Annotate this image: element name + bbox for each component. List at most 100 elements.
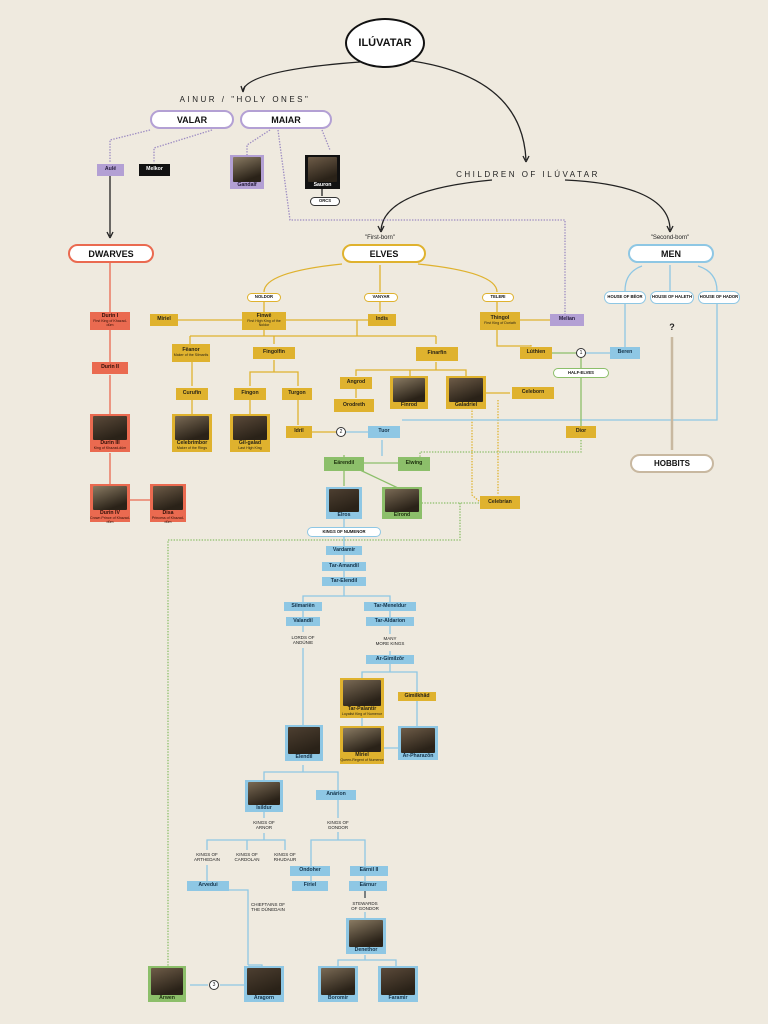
men-note: "Second-born" (650, 235, 690, 241)
node-indis[interactable]: Indis (368, 314, 396, 326)
node-subtitle: Crown Prince of Khazad-dûm (90, 516, 130, 525)
node-idril[interactable]: Idril (286, 426, 312, 438)
node-label: Míriel (157, 316, 171, 323)
node-turgon[interactable]: Turgon (282, 388, 312, 400)
node-label: Vardamir (332, 546, 356, 553)
node-faramir[interactable]: Faramir (378, 966, 418, 1002)
node-gandalf[interactable]: Gandalf (230, 155, 264, 189)
portrait-elros (329, 489, 359, 512)
node-label: Gimilkhâd (404, 692, 430, 699)
node-label: Ondoher (299, 867, 321, 874)
node-earnur[interactable]: Eärnur (349, 881, 387, 891)
node-elros[interactable]: Elros (326, 487, 362, 519)
node-label: Idril (294, 428, 304, 435)
iluvatar-node[interactable]: ILÚVATAR (345, 18, 425, 68)
node-isildur[interactable]: Isildur (245, 780, 283, 812)
node-label: Celebrimbor (176, 440, 208, 446)
elves-node[interactable]: ELVES (342, 244, 426, 263)
node-elwing[interactable]: Elwing (398, 457, 430, 471)
node-galadriel[interactable]: Galadriel (446, 376, 486, 409)
orcs-node[interactable]: ORCS (310, 197, 340, 206)
node-miriel[interactable]: Míriel (150, 314, 178, 326)
node-label: Tar-Elendil (330, 577, 358, 584)
node-celebrian[interactable]: Celebrían (480, 496, 520, 509)
kings-of-numenor-pill[interactable]: KINGS OF NUMENOR (307, 527, 381, 537)
node-anarion[interactable]: Anárion (316, 790, 356, 800)
node-fingon[interactable]: Fingon (234, 388, 266, 400)
node-vardamir[interactable]: Vardamir (326, 546, 362, 555)
node-taraldarion[interactable]: Tar-Aldarion (366, 617, 414, 626)
node-luthien[interactable]: Lúthien (520, 347, 552, 359)
node-label: Curufin (182, 390, 202, 397)
node-boromir[interactable]: Boromir (318, 966, 358, 1002)
node-subtitle: Maker of the Silmarils (173, 353, 209, 358)
node-celeborn[interactable]: Celeborn (512, 387, 554, 399)
house-of-hador[interactable]: HOUSE OF HADOR (698, 291, 740, 304)
node-tarelendil[interactable]: Tar-Elendil (322, 577, 366, 586)
node-melian[interactable]: Melian (550, 314, 584, 326)
node-silmarien[interactable]: Silmariën (284, 602, 322, 611)
node-orodreth[interactable]: Orodreth (334, 399, 374, 412)
vanyar-house[interactable]: VANYAR (364, 293, 398, 302)
node-earendil[interactable]: Eärendil (324, 457, 364, 471)
node-durin2[interactable]: Durin II (92, 362, 128, 374)
hobbits-node[interactable]: HOBBITS (630, 454, 714, 473)
node-subtitle: Princess of Khazad-dûm (151, 516, 185, 525)
valar-node[interactable]: VALAR (150, 110, 234, 129)
node-tuor[interactable]: Tuor (368, 426, 400, 438)
node-aragorn[interactable]: Aragorn (244, 966, 284, 1002)
node-label: Durin I (101, 313, 119, 319)
node-gimilkhad[interactable]: Gimilkhâd (398, 692, 436, 701)
node-sauron[interactable]: Sauron (305, 155, 340, 189)
node-earnil2[interactable]: Eärnil II (350, 866, 388, 876)
half-elves-pill[interactable]: HALF-ELVES (553, 368, 609, 378)
dwarves-node[interactable]: DWARVES (68, 244, 154, 263)
node-label: Tar-Palantír (347, 706, 377, 712)
node-argimilzor[interactable]: Ar-Gimilzôr (366, 655, 414, 664)
kings-of-arnor: KINGS OF ARNOR (253, 820, 275, 831)
node-firiel[interactable]: Fíriel (292, 881, 328, 891)
node-curufin[interactable]: Curufin (176, 388, 208, 400)
node-arvedui[interactable]: Arvedui (187, 881, 229, 891)
node-taramandil[interactable]: Tar-Amandil (322, 562, 366, 571)
node-valandil[interactable]: Valandil (286, 617, 320, 626)
node-finarfin[interactable]: Finarfin (416, 347, 458, 361)
node-label: Tuor (378, 428, 390, 435)
portrait-galadriel (449, 378, 483, 402)
house-of-haleth[interactable]: HOUSE OF HALETH (650, 291, 694, 304)
node-melkor[interactable]: Melkor (139, 164, 170, 176)
node-subtitle: Queen-Regent of Numenor (340, 758, 384, 763)
house-of-beor[interactable]: HOUSE OF BËOR (604, 291, 646, 304)
node-tarmeneldur[interactable]: Tar-Meneldur (364, 602, 416, 611)
node-elendil[interactable]: Elendil (285, 725, 323, 761)
men-node[interactable]: MEN (628, 244, 714, 263)
node-finrod[interactable]: Finrod (390, 376, 428, 409)
node-dior[interactable]: Dior (566, 426, 596, 438)
node-fingolfin[interactable]: Fingolfin (253, 347, 295, 359)
noldor-house[interactable]: NOLDOR (247, 293, 281, 302)
node-aule[interactable]: Aulë (97, 164, 124, 176)
node-label: Sauron (313, 182, 332, 188)
maiar-node[interactable]: MAIAR (240, 110, 332, 129)
portrait-denethor (349, 920, 383, 947)
teleri-house[interactable]: TELERI (482, 293, 514, 302)
node-ondoher[interactable]: Ondoher (290, 866, 330, 876)
node-angrod[interactable]: Angrod (340, 377, 372, 389)
node-arpharazon[interactable]: Ar-Pharazôn (398, 726, 438, 760)
node-beren[interactable]: Beren (610, 347, 640, 359)
node-elrond[interactable]: Elrond (382, 487, 422, 519)
node-arwen[interactable]: Arwen (148, 966, 186, 1002)
portrait-arpharazon (401, 728, 435, 753)
node-denethor[interactable]: Denethor (346, 918, 386, 954)
